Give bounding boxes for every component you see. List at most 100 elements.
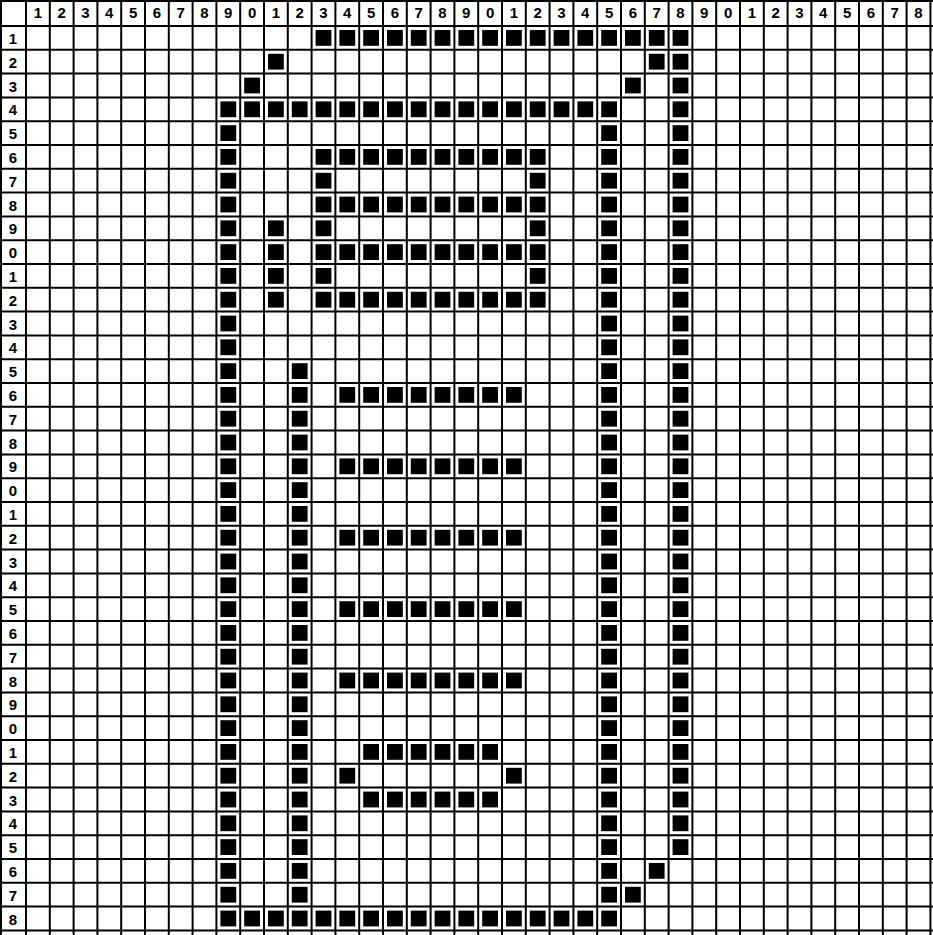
filled-cell [601, 530, 617, 546]
filled-cell [482, 244, 498, 260]
filled-cell [673, 815, 689, 831]
filled-cell [458, 292, 474, 308]
filled-cell [530, 101, 546, 117]
filled-cell [435, 792, 451, 808]
column-number: 4 [97, 5, 121, 20]
grid-line [0, 858, 933, 860]
filled-cell [411, 911, 427, 927]
column-number: 5 [121, 5, 145, 20]
filled-cell [435, 197, 451, 213]
column-number: 8 [431, 5, 455, 20]
filled-cell [601, 125, 617, 141]
grid-line [0, 882, 933, 884]
filled-cell [554, 101, 570, 117]
filled-cell [577, 30, 593, 46]
filled-cell [435, 292, 451, 308]
column-number: 7 [883, 5, 907, 20]
filled-cell [435, 149, 451, 165]
column-number: 1 [26, 5, 50, 20]
row-number: 8 [2, 912, 24, 927]
grid-line [0, 929, 933, 931]
filled-cell [482, 387, 498, 403]
filled-cell [220, 530, 236, 546]
filled-cell [220, 720, 236, 736]
grid-line [144, 0, 146, 935]
row-number: 6 [2, 388, 24, 403]
row-number: 5 [2, 364, 24, 379]
filled-cell [387, 101, 403, 117]
filled-cell [482, 911, 498, 927]
grid-line [787, 0, 789, 935]
filled-cell [482, 744, 498, 760]
filled-cell [435, 101, 451, 117]
filled-cell [673, 649, 689, 665]
grid-line [0, 311, 933, 313]
filled-cell [458, 911, 474, 927]
filled-cell [530, 292, 546, 308]
filled-cell [673, 458, 689, 474]
grid-line [239, 0, 241, 935]
filled-cell [387, 197, 403, 213]
grid-line [572, 0, 574, 935]
column-number: 9 [216, 5, 240, 20]
filled-cell [435, 911, 451, 927]
filled-cell [387, 911, 403, 927]
filled-cell [268, 101, 284, 117]
grid-line [929, 0, 931, 935]
filled-cell [482, 601, 498, 617]
filled-cell [411, 792, 427, 808]
grid-line [882, 0, 884, 935]
filled-cell [220, 625, 236, 641]
row-number: 4 [2, 102, 24, 117]
filled-cell [363, 601, 379, 617]
filled-cell [220, 649, 236, 665]
column-number: 5 [359, 5, 383, 20]
grid-line [0, 239, 933, 241]
row-number: 9 [2, 697, 24, 712]
filled-cell [673, 411, 689, 427]
filled-cell [316, 244, 332, 260]
filled-cell [601, 458, 617, 474]
filled-cell [268, 268, 284, 284]
filled-cell [387, 744, 403, 760]
filled-cell [601, 554, 617, 570]
filled-cell [435, 530, 451, 546]
filled-cell [673, 482, 689, 498]
filled-cell [363, 387, 379, 403]
grid-line [715, 0, 717, 935]
filled-cell [435, 30, 451, 46]
filled-cell [601, 768, 617, 784]
grid-line [0, 691, 933, 693]
filled-cell [673, 792, 689, 808]
filled-cell [458, 673, 474, 689]
filled-cell [673, 625, 689, 641]
filled-cell [506, 911, 522, 927]
filled-cell [220, 292, 236, 308]
filled-cell [601, 720, 617, 736]
filled-cell [292, 863, 308, 879]
filled-cell [220, 435, 236, 451]
grid-line [810, 0, 812, 935]
row-number: 7 [2, 888, 24, 903]
filled-cell [292, 673, 308, 689]
column-number: 4 [335, 5, 359, 20]
filled-cell [601, 744, 617, 760]
column-number: 2 [764, 5, 788, 20]
filled-cell [292, 911, 308, 927]
grid-line [0, 25, 933, 27]
filled-cell [220, 815, 236, 831]
filled-cell [292, 530, 308, 546]
row-number: 4 [2, 578, 24, 593]
filled-cell [601, 173, 617, 189]
grid-line [834, 0, 836, 935]
grid-line [0, 477, 933, 479]
column-number: 7 [407, 5, 431, 20]
filled-cell [244, 101, 260, 117]
filled-cell [316, 292, 332, 308]
row-number: 6 [2, 150, 24, 165]
filled-cell [268, 911, 284, 927]
filled-cell [673, 54, 689, 70]
filled-cell [220, 363, 236, 379]
grid-line [406, 0, 408, 935]
filled-cell [363, 792, 379, 808]
